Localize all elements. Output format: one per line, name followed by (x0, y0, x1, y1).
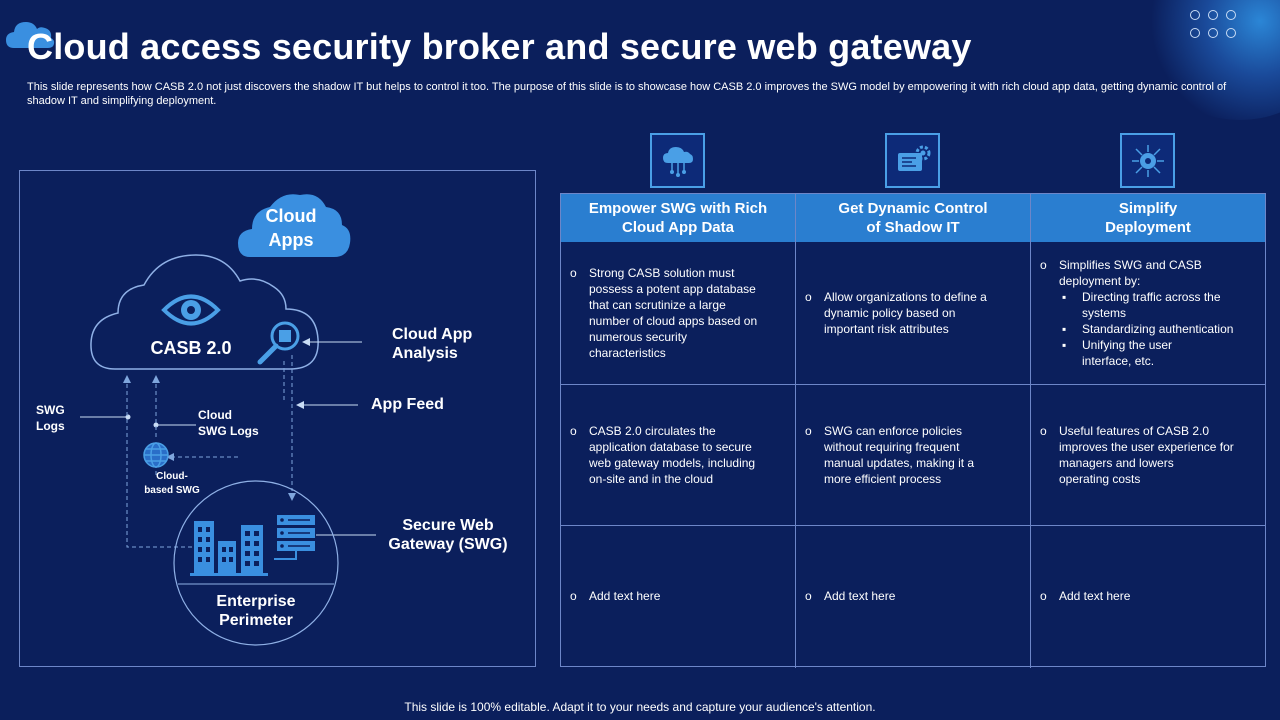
bullet: o (805, 424, 812, 438)
page-subtitle: This slide represents how CASB 2.0 not j… (27, 81, 1227, 107)
header-simplify-deployment: Simplify Deployment (1031, 194, 1265, 242)
header-empower-swg: Empower SWG with Rich Cloud App Data (561, 194, 796, 242)
cell-text: Simplifies SWG and CASB deployment by: (1059, 258, 1202, 288)
bullet: o (805, 589, 812, 603)
bullet: o (570, 424, 577, 438)
cloud-swg-logs-label: Cloud SWG Logs (198, 408, 259, 438)
secure-web-gateway-label: Secure Web Gateway (SWG) (388, 517, 508, 553)
cloud-app-analysis-label: Cloud App Analysis (392, 326, 473, 362)
row-divider (561, 525, 1265, 526)
globe-icon (143, 442, 169, 468)
table-cell: o Allow organizations to define a dynami… (805, 289, 1025, 349)
table-cell: o SWG can enforce policies without requi… (805, 423, 1025, 493)
sub-bullet-text: Standardizing authentication (1082, 322, 1234, 336)
cell-text: Add text here (589, 589, 661, 603)
bullet: o (1040, 258, 1047, 272)
app-feed-label: App Feed (371, 396, 444, 413)
cloud-apps-label: Cloud Apps (265, 206, 317, 250)
decorative-dots (1190, 10, 1238, 44)
server-icon (274, 515, 315, 560)
bullet: o (805, 290, 812, 304)
row-divider (561, 384, 1265, 385)
casb-diagram: Cloud Apps CASB 2.0 Cloud App Analysis A… (19, 170, 536, 667)
cell-text: Allow organizations to define a dynamic … (824, 290, 987, 336)
enterprise-circle (173, 480, 339, 646)
diagram-graphics (80, 194, 376, 646)
table-cell: o Add text here (805, 588, 1025, 608)
bullet: o (1040, 424, 1047, 438)
table-cell: o CASB 2.0 circulates the application da… (570, 423, 790, 493)
cloud-network-icon (650, 133, 705, 188)
casb-cloud-outline (90, 254, 319, 370)
bullet: o (1040, 589, 1047, 603)
table-cell: o Strong CASB solution must possess a po… (570, 265, 790, 365)
table-cell: o Add text here (570, 588, 790, 608)
swg-logs-label: SWG Logs (36, 403, 65, 433)
casb-label: CASB 2.0 (150, 338, 232, 358)
dashboard-gear-icon (885, 133, 940, 188)
bullet: o (570, 589, 577, 603)
table-cell: o Useful features of CASB 2.0 improves t… (1040, 423, 1262, 493)
enterprise-perimeter-label: Enterprise Perimeter (216, 593, 296, 629)
network-hub-icon (1120, 133, 1175, 188)
sub-bullet-text: Directing traffic across the systems (1082, 290, 1221, 320)
sub-bullet: ▪ (1062, 322, 1067, 336)
corner-cloud-icon (6, 22, 55, 48)
cell-text: SWG can enforce policies without requiri… (824, 424, 975, 486)
footer-note: This slide is 100% editable. Adapt it to… (404, 700, 876, 714)
cell-text: Add text here (824, 589, 896, 603)
magnifier-icon (257, 321, 300, 365)
eye-icon (161, 294, 221, 326)
sub-bullet: ▪ (1062, 290, 1067, 304)
table-cell: o Add text here (1040, 588, 1262, 608)
cell-text: Useful features of CASB 2.0 improves the… (1059, 424, 1234, 486)
sub-bullet: ▪ (1062, 338, 1067, 352)
column-divider (795, 242, 796, 668)
column-divider (1030, 242, 1031, 668)
table-cell: o Simplifies SWG and CASB deployment by:… (1040, 257, 1262, 377)
page-title: Cloud access security broker and secure … (27, 26, 972, 67)
cell-text: Strong CASB solution must possess a pote… (589, 266, 758, 360)
header-dynamic-control: Get Dynamic Control of Shadow IT (796, 194, 1031, 242)
sub-bullet-text: Unifying the user interface, etc. (1082, 338, 1173, 368)
cell-text: Add text here (1059, 589, 1131, 603)
cloud-apps-cloud (238, 194, 351, 257)
bullet: o (570, 266, 577, 280)
cell-text: CASB 2.0 circulates the application data… (589, 424, 756, 486)
comparison-table: Empower SWG with Rich Cloud App Data Get… (560, 193, 1266, 668)
cloud-based-swg-label: Cloud- based SWG (144, 471, 200, 496)
